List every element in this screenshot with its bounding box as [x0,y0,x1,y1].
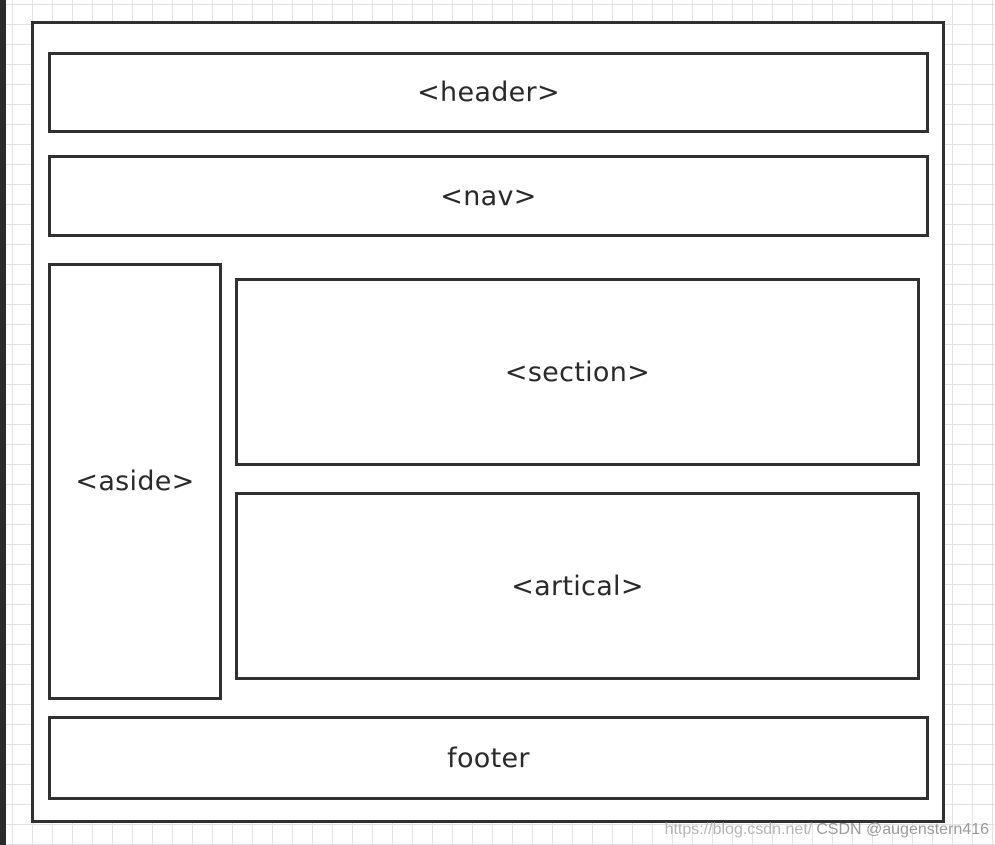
section-label: <section> [504,356,651,388]
window-left-edge [0,0,6,845]
header-block: <header> [48,52,929,133]
footer-block: footer [48,716,929,800]
artical-label: <artical> [511,570,644,602]
watermark-url: https://blog.csdn.net/ [664,821,813,838]
footer-label: footer [447,742,530,774]
artical-block: <artical> [235,492,920,680]
nav-label: <nav> [440,180,537,212]
section-block: <section> [235,278,920,466]
watermark: https://blog.csdn.net/CSDN @augenstern41… [665,821,989,839]
watermark-brand: CSDN @augenstern416 [816,821,989,838]
aside-label: <aside> [75,466,195,497]
nav-block: <nav> [48,155,929,237]
aside-block: <aside> [48,263,222,700]
header-label: <header> [417,77,560,108]
